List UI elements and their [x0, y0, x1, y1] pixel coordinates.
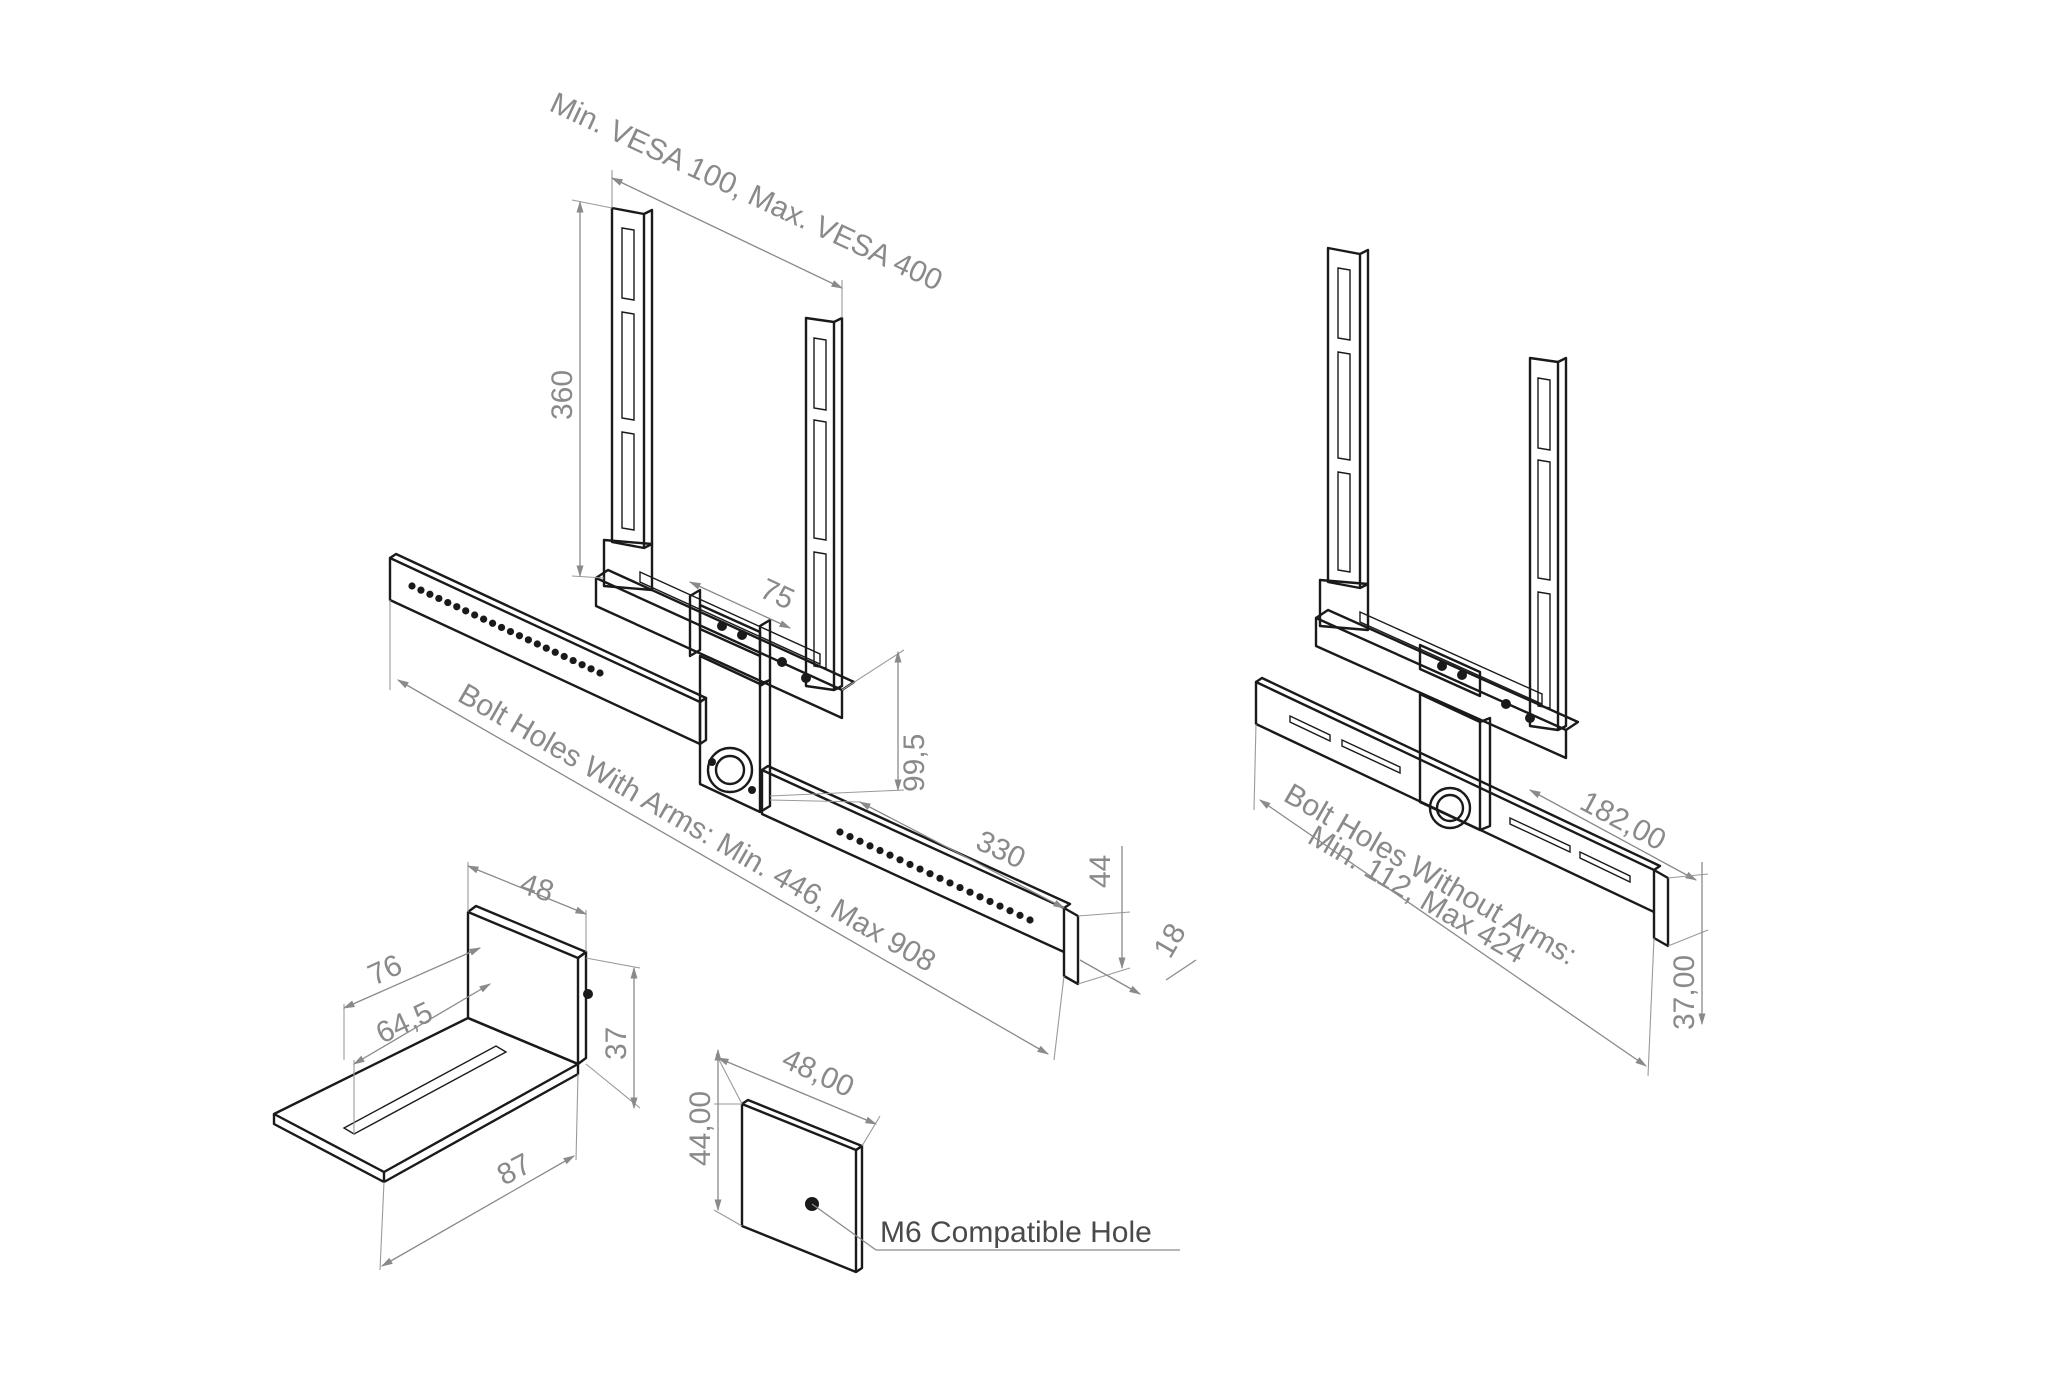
- bolt-hole: [846, 833, 854, 841]
- bolt-hole: [936, 874, 944, 882]
- bolt-hole: [497, 623, 506, 632]
- rail-18-label: 18: [1147, 918, 1192, 963]
- left-rail-holes: [408, 582, 604, 677]
- bolt-hole: [906, 860, 914, 869]
- shelf-87-label: 87: [492, 1147, 537, 1192]
- shelf-76-label: 76: [363, 948, 407, 992]
- right-vesa-arm: [804, 316, 844, 692]
- bolt-hole: [886, 851, 894, 859]
- bolt-hole: [996, 902, 1004, 910]
- cross-bracket: [594, 568, 856, 720]
- bolt-hole: [480, 615, 488, 623]
- shelf-48-label: 48: [516, 867, 558, 909]
- bolt-hole: [506, 627, 515, 636]
- bolt-hole: [569, 656, 577, 665]
- bracket-75-label: 75: [755, 572, 799, 616]
- bolt-hole: [1026, 916, 1034, 924]
- bolt-hole: [1016, 911, 1024, 919]
- bolt-hole: [533, 640, 541, 648]
- mounting-plate: [740, 1098, 864, 1274]
- dimension-lines: [342, 170, 1709, 1271]
- bolt-hole: [966, 888, 974, 896]
- bolt-hole: [426, 590, 434, 598]
- bolt-hole: [471, 611, 479, 619]
- bolt-hole: [435, 594, 443, 603]
- cross-bracket-2: [1314, 608, 1580, 760]
- bolt-with-arms-label: Bolt Holes With Arms: Min. 446, Max 908: [453, 677, 942, 978]
- bolt-hole: [856, 837, 864, 845]
- bolt-hole: [1006, 907, 1014, 915]
- h-37-00-label: 37,00: [1668, 955, 1701, 1030]
- bolt-hole: [836, 828, 844, 836]
- bolt-hole: [587, 665, 595, 673]
- left-vesa-arm-2: [1318, 246, 1370, 632]
- m6-hole-label: M6 Compatible Hole: [880, 1216, 1152, 1249]
- bolt-hole: [876, 846, 884, 855]
- bolt-hole: [444, 598, 452, 607]
- shelf-64-5-label: 64,5: [371, 996, 438, 1051]
- w-182-label: 182,00: [1575, 785, 1672, 857]
- bolt-hole: [596, 669, 604, 677]
- width-330-label: 330: [971, 824, 1030, 875]
- vesa-label: Min. VESA 100, Max. VESA 400: [545, 86, 947, 297]
- shelf-bracket: [272, 904, 593, 1184]
- depth-99-5-label: 99,5: [898, 734, 931, 792]
- bolt-hole: [578, 661, 586, 669]
- bolt-hole: [956, 883, 964, 892]
- center-column-2: [1418, 692, 1492, 832]
- bolt-hole: [542, 644, 550, 652]
- bolt-hole: [946, 879, 954, 887]
- bolt-hole: [488, 619, 497, 627]
- bolt-hole: [453, 603, 461, 611]
- rail-44-label: 44: [1084, 855, 1117, 888]
- bolt-hole: [976, 893, 984, 901]
- bolt-hole: [462, 607, 470, 615]
- bolt-hole: [926, 870, 934, 878]
- left-vesa-arm: [602, 206, 654, 592]
- bolt-hole: [896, 856, 904, 864]
- right-vesa-arm-2: [1528, 356, 1568, 732]
- shelf-37-label: 37: [600, 1027, 633, 1060]
- arm-height-label: 360: [546, 370, 579, 420]
- bolt-hole: [515, 632, 524, 640]
- bolt-hole: [866, 842, 874, 850]
- bolt-hole: [986, 897, 994, 906]
- bolt-hole: [551, 648, 559, 656]
- bolt-hole: [408, 582, 416, 590]
- bolt-hole: [524, 636, 532, 644]
- plate-48-00-label: 48,00: [777, 1042, 859, 1104]
- bolt-hole: [417, 586, 425, 594]
- bolt-hole: [560, 652, 568, 661]
- plate-44-00-label: 44,00: [684, 1091, 717, 1166]
- dimension-labels: Min. VESA 100, Max. VESA 400 360 75 99,5…: [363, 86, 1701, 1249]
- bolt-hole: [916, 865, 924, 873]
